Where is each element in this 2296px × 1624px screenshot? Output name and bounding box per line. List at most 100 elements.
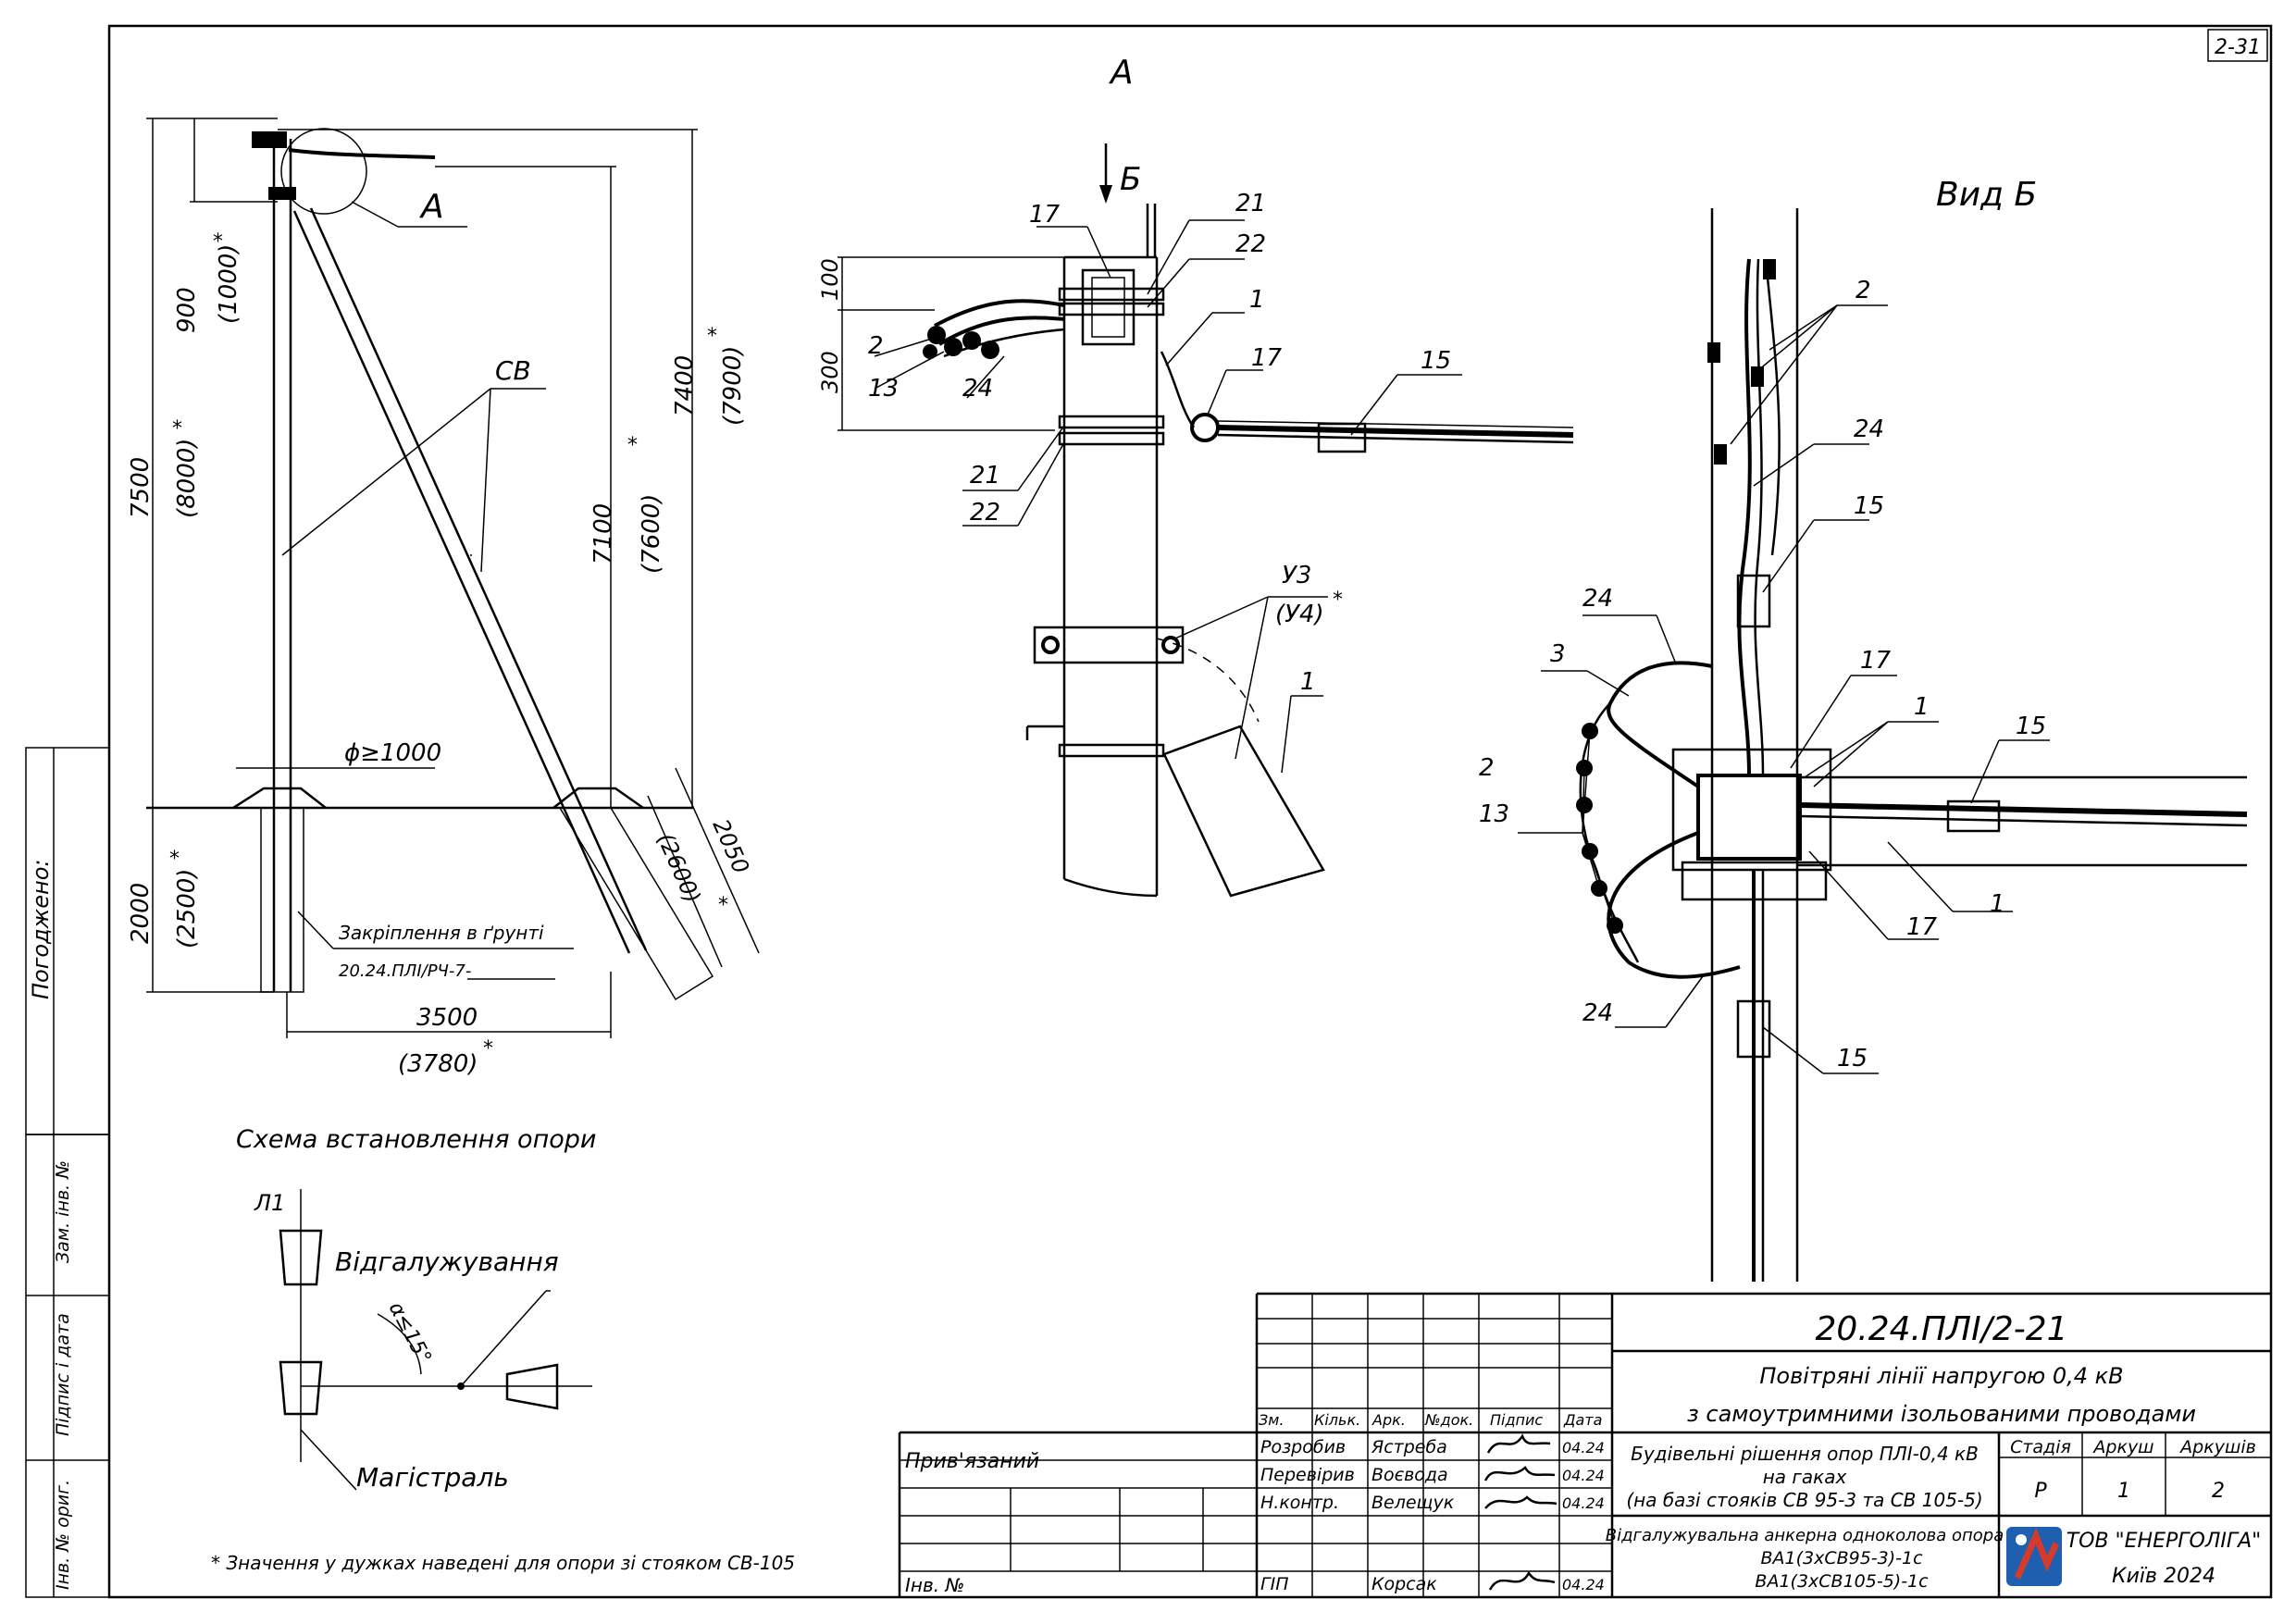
dim-8000: (8000) (173, 439, 201, 518)
row-name-0: Ястреба (1371, 1437, 1447, 1457)
view-b-callout-24b: 24 (1582, 585, 1613, 613)
title-line-1: Повітряні лінії напругою 0,4 кВ (1759, 1363, 2123, 1389)
view-a-callout-1a: 1 (1249, 286, 1265, 314)
support-line-1: Відгалужувальна анкерна одноколова опора (1606, 1526, 2004, 1545)
dim-7600: (7600) (638, 494, 665, 574)
row-date-1: 04.24 (1562, 1467, 1605, 1484)
section-line-2: на гаках (1763, 1466, 1847, 1488)
row-name-1: Воєвода (1371, 1465, 1448, 1485)
view-b: Вид Б (1479, 176, 2248, 1282)
view-a-callout-13: 13 (868, 375, 899, 403)
frame: 2-31 Погоджено: Зам. інв. № Підпис і дат… (25, 24, 2273, 1599)
scheme-angle: α≤15° (384, 1298, 436, 1368)
dim-1000: (1000) (215, 244, 242, 324)
section-line-1: Будівельні рішення опор ПЛІ-0,4 кВ (1631, 1443, 1979, 1465)
scheme-main: Магістраль (356, 1462, 509, 1493)
signature-2 (1484, 1495, 1558, 1509)
star: * (172, 417, 182, 440)
sheets-label: Аркушів (2178, 1437, 2256, 1457)
company-logo (2006, 1527, 2062, 1586)
view-b-callout-2a: 2 (1855, 277, 1871, 304)
top-insulator (252, 131, 287, 148)
junction-box (1696, 774, 1802, 861)
view-b-callout-24a: 24 (1854, 415, 1884, 443)
view-b-callout-24c: 24 (1582, 999, 1613, 1027)
dim-2000: 2000 (127, 883, 155, 944)
row-role-1: Перевірив (1260, 1465, 1355, 1485)
view-a: А Б (817, 54, 1574, 898)
ground-fix-ref: 20.24.ПЛІ/РЧ-7- (339, 961, 471, 981)
row-date-2: 04.24 (1562, 1494, 1605, 1512)
title-line-2: з самоутримними ізольованими проводами (1687, 1401, 2196, 1427)
view-a-callout-2: 2 (868, 332, 884, 360)
stage-value: Р (2034, 1480, 2047, 1503)
hdr-sign: Підпис (1490, 1411, 1543, 1429)
detail-a-circle (280, 128, 367, 215)
hdr-kilk: Кільк. (1314, 1411, 1360, 1429)
star: * (707, 325, 717, 348)
hdr-zm: Зм. (1259, 1411, 1284, 1429)
detail-a-ref: А (419, 188, 444, 226)
star: * (718, 894, 728, 917)
view-a-callout-u4: (У4) (1275, 601, 1324, 628)
row-name-2: Велещук (1371, 1493, 1455, 1513)
sheet-code: 2-31 (2215, 36, 2261, 59)
dim-100: 100 (817, 258, 843, 301)
support-line-3: ВА1(3хСВ105-5)-1с (1755, 1571, 1929, 1592)
row-date-3: 04.24 (1562, 1576, 1605, 1593)
title-block: Зм. Кільк. Арк. №док. Підпис Дата Прив'я… (898, 1292, 2271, 1597)
view-b-arrow: Б (1120, 161, 1141, 198)
view-b-callout-15a: 15 (1854, 492, 1884, 520)
dim-diameter: ϕ≥1000 (344, 739, 441, 767)
dim-2050: 2050 (708, 815, 754, 877)
view-a-callout-21b: 21 (970, 462, 1000, 490)
dim-300: 300 (817, 351, 843, 393)
agreed-label: Погоджено: (28, 860, 54, 999)
strut-foundation (558, 807, 714, 1001)
clamps-top (1707, 259, 1776, 465)
pole-label: СВ (495, 355, 531, 386)
row-role-2: Н.контр. (1260, 1493, 1339, 1513)
box-u3 (1162, 725, 1325, 898)
dim-2600: (2600) (652, 829, 706, 907)
dim-7900: (7900) (719, 346, 747, 426)
dim-7500: 7500 (127, 457, 155, 518)
view-b-callout-13: 13 (1479, 800, 1509, 828)
stamp-replaced-inv: Зам. інв. № (53, 1160, 73, 1263)
ground-fix-label: Закріплення в ґрунті (339, 922, 544, 944)
view-a-callout-17a: 17 (1029, 201, 1061, 229)
inv-label: Інв. № (905, 1574, 964, 1596)
dim-7100: 7100 (590, 503, 617, 564)
dim-2500: (2500) (173, 869, 201, 948)
support-line-2: ВА1(3хСВ95-3)-1с (1760, 1548, 1923, 1568)
installation-scheme: Схема встановлення опори Л1 Відгалужуван… (211, 1125, 795, 1574)
row-role-3: ГІП (1260, 1574, 1288, 1594)
row-date-0: 04.24 (1562, 1439, 1605, 1457)
hdr-doc: №док. (1424, 1411, 1473, 1429)
view-a-title: А (1109, 54, 1134, 92)
insulated-clamps (923, 326, 999, 359)
view-a-callout-star: * (1333, 589, 1343, 612)
sheet-label: Аркуш (2091, 1437, 2153, 1457)
scheme-title: Схема встановлення опори (236, 1125, 596, 1154)
view-a-callout-1b: 1 (1300, 668, 1316, 696)
signature-0 (1486, 1433, 1551, 1454)
doc-code: 20.24.ПЛІ/2-21 (1815, 1310, 2067, 1348)
footnote: * Значення у дужках наведені для опори з… (211, 1552, 795, 1574)
scheme-branch: Відгалужування (335, 1246, 559, 1277)
main-insulator (279, 1360, 323, 1416)
signature-3 (1488, 1570, 1556, 1591)
view-a-callout-21a: 21 (1235, 190, 1266, 217)
view-a-callout-17b: 17 (1251, 344, 1283, 372)
hdr-date: Дата (1563, 1411, 1602, 1429)
star: * (213, 230, 223, 254)
sheet-value: 1 (2117, 1480, 2130, 1503)
view-a-callout-22a: 22 (1235, 230, 1266, 258)
view-a-callout-15: 15 (1421, 347, 1451, 375)
view-b-callout-17a: 17 (1860, 647, 1892, 675)
hdr-ark: Арк. (1371, 1411, 1406, 1429)
company-city: Київ 2024 (2112, 1565, 2215, 1588)
view-a-callout-u3: У3 (1282, 562, 1311, 589)
tension-clamp (1317, 422, 1367, 453)
